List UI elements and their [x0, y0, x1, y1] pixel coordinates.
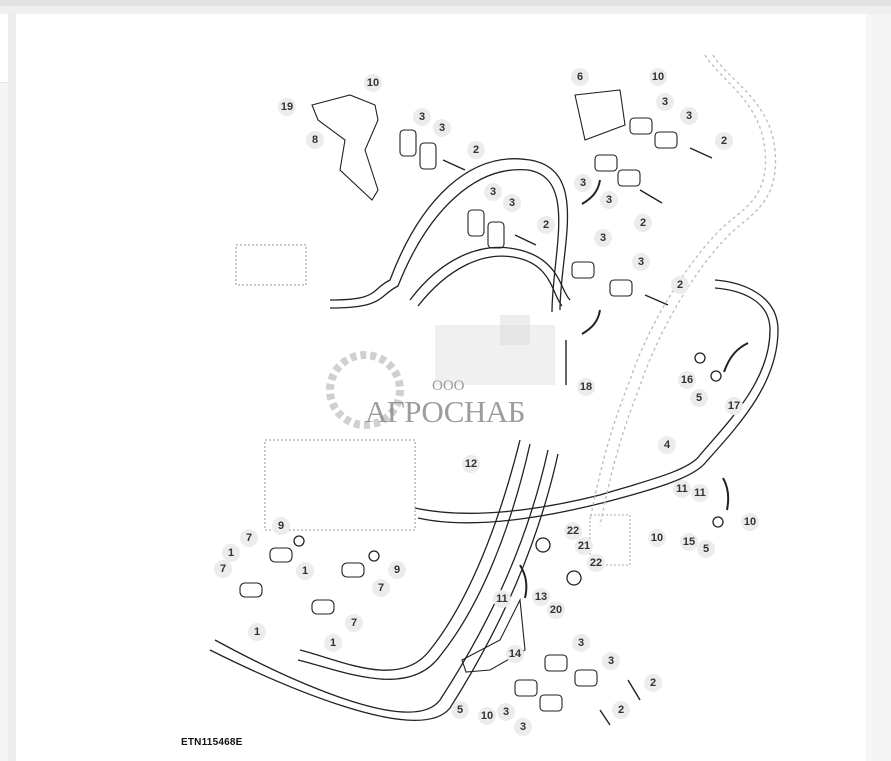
part-callout: 1	[222, 544, 240, 562]
part-callout: 3	[680, 107, 698, 125]
part-callout: 10	[364, 74, 382, 92]
part-callout: 1	[296, 562, 314, 580]
part-callout: 5	[697, 540, 715, 558]
part-callout: 20	[547, 601, 565, 619]
bracket-8	[311, 94, 379, 201]
part-callout: 4	[658, 436, 676, 454]
part-callout: 3	[600, 191, 618, 209]
part-callout: 7	[345, 614, 363, 632]
part-callout: 13	[532, 588, 550, 606]
toolbar-strip	[0, 6, 891, 14]
bolt-group	[442, 147, 713, 726]
hose-12	[299, 439, 521, 671]
bracket-6	[574, 89, 626, 141]
hose-4	[414, 287, 771, 514]
part-callout: 14	[506, 645, 524, 663]
part-callout: 10	[478, 707, 496, 725]
part-callout: 7	[240, 529, 258, 547]
part-callout: 3	[656, 93, 674, 111]
browser-top-bar	[0, 0, 891, 6]
part-callout: 17	[725, 397, 743, 415]
part-callout: 3	[594, 229, 612, 247]
left-panel	[0, 14, 8, 83]
hose-upper-outer	[329, 158, 569, 311]
part-callout: 7	[372, 579, 390, 597]
part-callout: 15	[680, 533, 698, 551]
part-callout: 18	[577, 378, 595, 396]
part-callout: 3	[503, 194, 521, 212]
part-callout: 19	[278, 98, 296, 116]
part-callout: 10	[741, 513, 759, 531]
part-callout: 1	[324, 634, 342, 652]
part-callout: 3	[433, 119, 451, 137]
part-callout: 2	[467, 141, 485, 159]
figure-id: ETN115468E	[181, 737, 243, 748]
part-callout: 3	[602, 652, 620, 670]
part-callout: 12	[462, 455, 480, 473]
part-callout: 2	[644, 674, 662, 692]
part-callout: 3	[632, 253, 650, 271]
part-callout: 11	[493, 590, 511, 608]
part-callout: 3	[574, 174, 592, 192]
part-callout: 2	[671, 276, 689, 294]
part-callout: 3	[572, 634, 590, 652]
part-callout: 3	[514, 718, 532, 736]
watermark-name: АГРОСНАБ	[365, 394, 525, 429]
part-callout: 2	[537, 216, 555, 234]
part-callout: 9	[388, 561, 406, 579]
part-callout: 22	[587, 554, 605, 572]
part-callout: 7	[214, 560, 232, 578]
part-callout: 21	[575, 537, 593, 555]
part-callout: 5	[451, 701, 469, 719]
part-callout: 11	[691, 484, 709, 502]
part-callout: 3	[497, 703, 515, 721]
clamp-group	[239, 117, 678, 712]
part-callout: 2	[634, 214, 652, 232]
part-callout: 2	[715, 132, 733, 150]
watermark-prefix: ООО	[432, 378, 465, 394]
part-callout: 9	[272, 517, 290, 535]
part-callout: 8	[306, 131, 324, 149]
hose-upper-inner	[329, 169, 560, 313]
left-scroll-strip	[8, 14, 16, 761]
right-margin	[866, 14, 872, 761]
watermark-logo	[326, 315, 555, 429]
rotate-arrow	[581, 179, 601, 205]
part-callout: 10	[649, 68, 667, 86]
part-callout: 22	[564, 522, 582, 540]
part-callout: 3	[413, 108, 431, 126]
part-callout: 3	[484, 183, 502, 201]
part-callout: 2	[612, 701, 630, 719]
part-callout: 16	[678, 371, 696, 389]
part-callout: 6	[571, 68, 589, 86]
part-callout: 1	[248, 623, 266, 641]
bracket-14	[461, 598, 526, 673]
part-callout: 5	[690, 389, 708, 407]
part-callout: 11	[673, 480, 691, 498]
part-callout: 10	[648, 529, 666, 547]
